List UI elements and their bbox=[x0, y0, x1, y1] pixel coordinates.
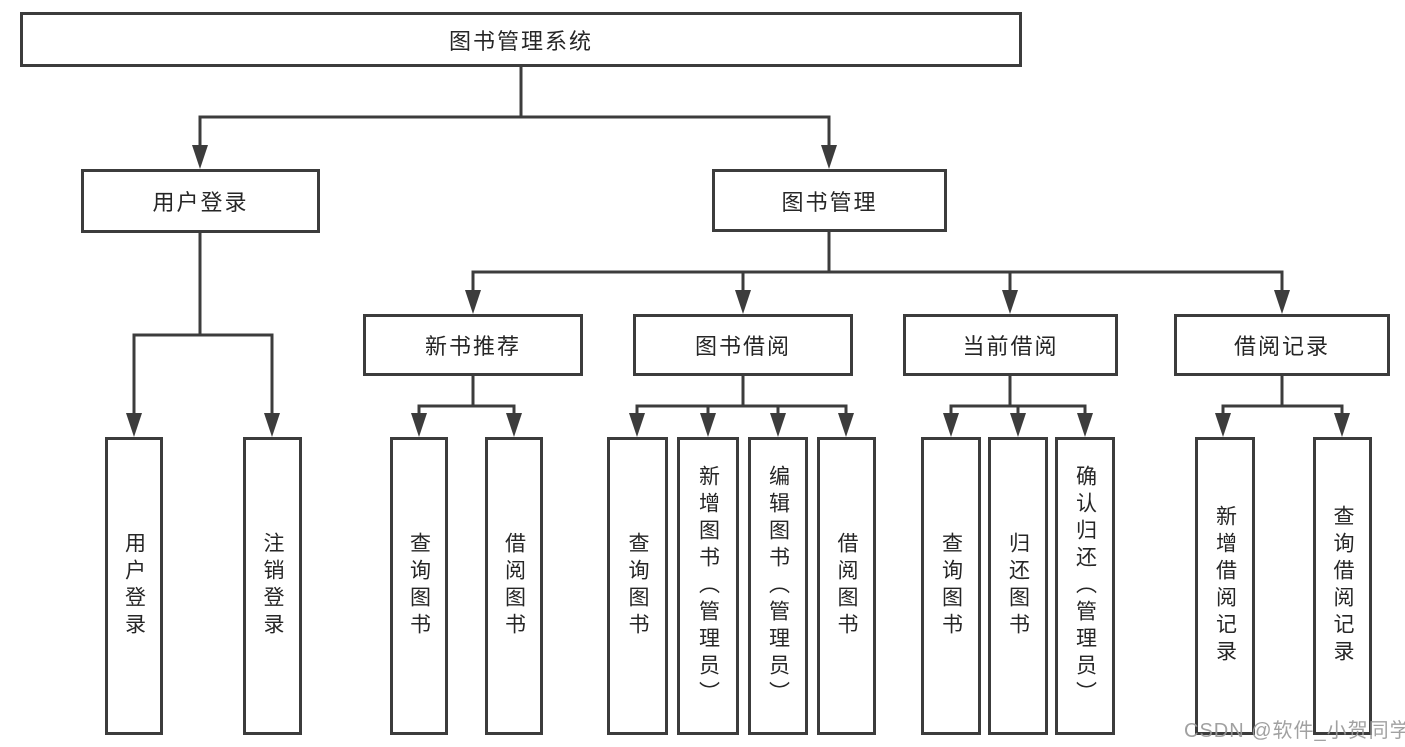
leaf-label: 用户登录 bbox=[122, 532, 146, 640]
node-book-borrow: 图书借阅 bbox=[633, 314, 853, 376]
leaf-label: 新增借阅记录 bbox=[1213, 505, 1237, 667]
leaf-query-books-current: 查询图书 bbox=[921, 437, 981, 735]
leaf-query-books-recommend: 查询图书 bbox=[390, 437, 448, 735]
leaf-label: 查询图书 bbox=[626, 532, 649, 640]
leaf-add-borrow-record: 新增借阅记录 bbox=[1195, 437, 1255, 735]
leaf-label: 借阅图书 bbox=[835, 532, 858, 640]
node-borrow-records: 借阅记录 bbox=[1174, 314, 1390, 376]
leaf-label: 确认归还（管理员） bbox=[1073, 464, 1097, 708]
leaf-query-books-borrow: 查询图书 bbox=[607, 437, 668, 735]
leaf-query-borrow-record: 查询借阅记录 bbox=[1313, 437, 1372, 735]
leaf-add-books-admin: 新增图书（管理员） bbox=[677, 437, 739, 735]
leaf-label: 编辑图书（管理员） bbox=[766, 464, 790, 708]
leaf-label: 新增图书（管理员） bbox=[696, 464, 720, 708]
leaf-return-books: 归还图书 bbox=[988, 437, 1048, 735]
leaf-borrow-books-recommend: 借阅图书 bbox=[485, 437, 543, 735]
leaf-label: 查询图书 bbox=[407, 532, 431, 640]
leaf-logout: 注销登录 bbox=[243, 437, 302, 735]
leaf-label: 借阅图书 bbox=[502, 532, 526, 640]
node-new-book-recommend: 新书推荐 bbox=[363, 314, 583, 376]
leaf-borrow-books: 借阅图书 bbox=[817, 437, 876, 735]
leaf-label: 注销登录 bbox=[261, 532, 284, 640]
leaf-edit-books-admin: 编辑图书（管理员） bbox=[748, 437, 808, 735]
leaf-label: 查询图书 bbox=[939, 532, 963, 640]
leaf-label: 查询借阅记录 bbox=[1331, 505, 1354, 667]
node-current-borrow: 当前借阅 bbox=[903, 314, 1118, 376]
leaf-label: 归还图书 bbox=[1006, 532, 1030, 640]
leaf-confirm-return-admin: 确认归还（管理员） bbox=[1055, 437, 1115, 735]
node-root: 图书管理系统 bbox=[20, 12, 1022, 67]
node-user-login: 用户登录 bbox=[81, 169, 320, 233]
node-book-management: 图书管理 bbox=[712, 169, 947, 232]
leaf-user-login: 用户登录 bbox=[105, 437, 163, 735]
